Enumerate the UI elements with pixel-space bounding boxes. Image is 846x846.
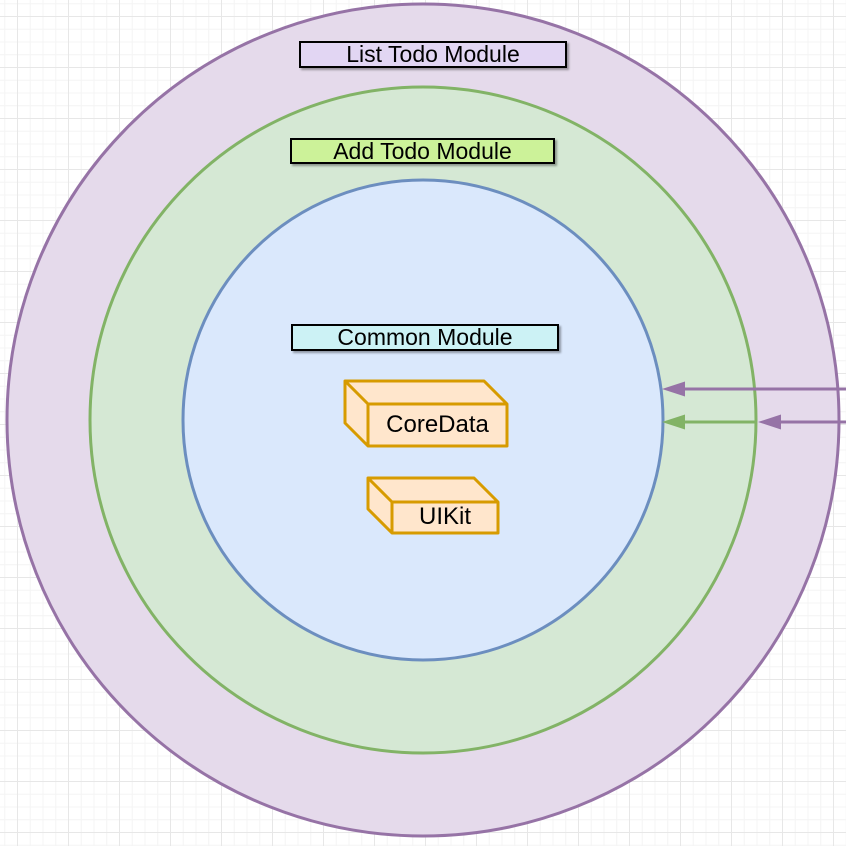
list-todo-module-label: List Todo Module bbox=[299, 41, 567, 68]
arrow-head-icon bbox=[662, 414, 685, 430]
coredata-label: CoreData bbox=[386, 411, 489, 438]
coredata-cube-body bbox=[343, 379, 509, 448]
arrow-right-edge-to-common-module bbox=[662, 381, 846, 397]
arrow-head-icon bbox=[758, 414, 781, 430]
add-todo-module-label: Add Todo Module bbox=[290, 138, 555, 164]
uikit-cube-edges bbox=[366, 476, 498, 533]
arrow-right-edge-to-add-module bbox=[758, 414, 846, 430]
coredata-cube bbox=[343, 379, 509, 448]
uikit-label: UIKit bbox=[418, 503, 471, 530]
arrow-add-module-to-common-module bbox=[662, 414, 757, 430]
coredata-cube-edges bbox=[343, 379, 507, 446]
arrow-head-icon bbox=[662, 381, 685, 397]
uikit-cube bbox=[366, 476, 500, 535]
common-module-label: Common Module bbox=[291, 324, 559, 351]
uikit-cube-body bbox=[366, 476, 500, 535]
